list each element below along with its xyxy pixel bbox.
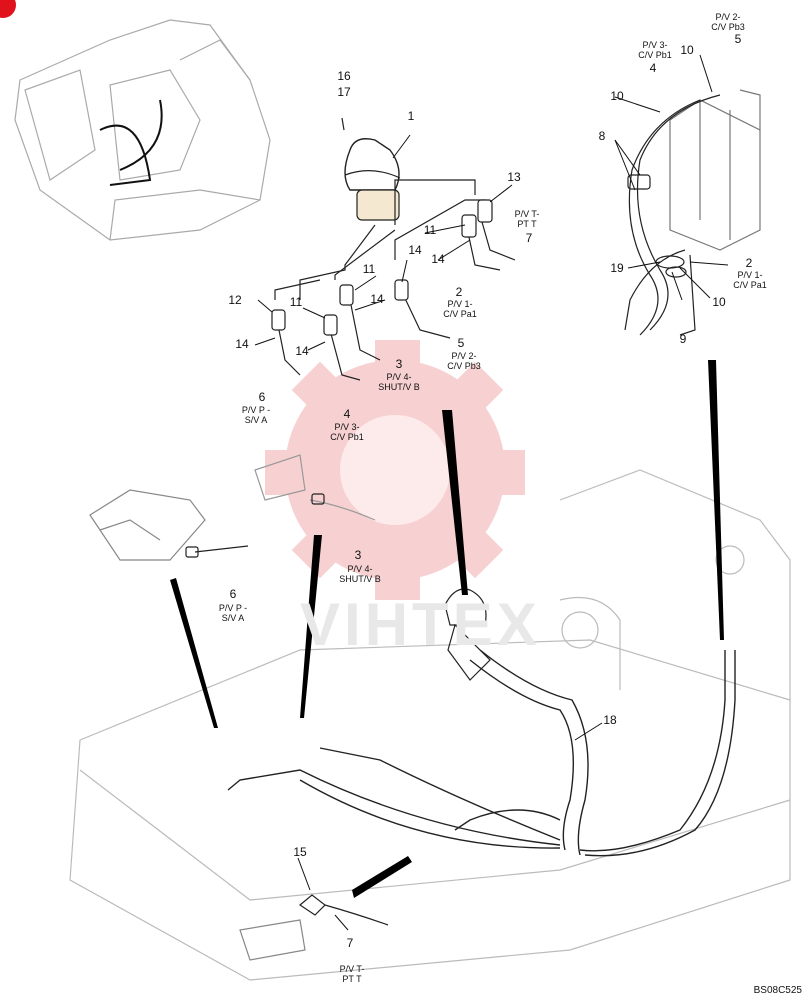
callout-14-a: 14 [431, 252, 445, 266]
callout-2-a: 2 [455, 285, 463, 299]
callout-5-a: 5 [457, 336, 465, 350]
callout-12: 12 [228, 293, 242, 307]
callout-14-c: 14 [370, 292, 384, 306]
port-label-pa1-a: P/V 1- C/V Pa1 [443, 299, 477, 319]
watermark-text: VIHTEX [300, 591, 541, 658]
callout-10-c: 10 [712, 295, 726, 309]
corner-badge [0, 0, 16, 18]
port-label-pt-a: P/V T- PT T [514, 209, 540, 229]
main-harness [227, 649, 736, 857]
callout-7-a: 7 [525, 231, 533, 245]
joystick-assembly-lower [444, 588, 491, 681]
callout-3-a: 3 [395, 357, 403, 371]
callout-18: 18 [603, 713, 617, 727]
shuttle-valve-illustration [254, 454, 376, 521]
port-label-pa1-b: P/V 1- C/V Pa1 [733, 270, 767, 290]
callout-2-b: 2 [745, 256, 753, 270]
pilot-valve-joystick [341, 117, 401, 221]
callout-16: 16 [337, 69, 351, 83]
port-label-shut-b: P/V 4- SHUT/V B [339, 564, 381, 584]
callout-17: 17 [337, 85, 351, 99]
drawing-code: BS08C525 [753, 985, 802, 996]
hose-set [277, 214, 516, 381]
callout-3-b: 3 [354, 548, 362, 562]
port-label-pb3-a: P/V 2- C/V Pb3 [447, 351, 481, 371]
port-label-pb3-b: P/V 2- C/V Pb3 [711, 12, 745, 32]
callout-15: 15 [293, 845, 307, 859]
callout-4-a: 4 [343, 407, 351, 421]
port-label-sva-a: P/V P - S/V A [241, 405, 271, 425]
callout-7-b: 7 [346, 936, 354, 950]
callout-10-b: 10 [610, 89, 624, 103]
callout-8: 8 [598, 129, 606, 143]
callout-4-b: 4 [649, 61, 657, 75]
callout-9: 9 [679, 332, 687, 346]
callout-14-b: 14 [408, 243, 422, 257]
callout-11-c: 11 [289, 295, 303, 309]
tee-fitting-15 [239, 894, 389, 961]
control-valve-illustration [669, 89, 761, 251]
callout-11-a: 11 [423, 223, 437, 237]
callout-13: 13 [507, 170, 521, 184]
leader-arrows [170, 360, 724, 898]
port-label-pt-b: P/V T- PT T [339, 964, 365, 984]
callout-6-b: 6 [229, 587, 237, 601]
callout-6-a: 6 [258, 390, 266, 404]
callout-1: 1 [407, 109, 415, 123]
port-label-sva-b: P/V P - S/V A [218, 603, 248, 623]
port-label-pb1-a: P/V 3- C/V Pb1 [330, 422, 364, 442]
callout-5-b: 5 [734, 32, 742, 46]
callout-14-e: 14 [295, 344, 309, 358]
upper-frame-illustration [69, 469, 791, 981]
callout-10-a: 10 [680, 43, 694, 57]
port-label-pb1-b: P/V 3- C/V Pb1 [638, 40, 672, 60]
solenoid-valve-illustration [89, 489, 206, 561]
excavator-cab-illustration [14, 19, 271, 241]
port-label-shut-a: P/V 4- SHUT/V B [378, 372, 420, 392]
callout-14-d: 14 [235, 337, 249, 351]
hose-fittings [271, 199, 493, 336]
callout-11-b: 11 [362, 262, 376, 276]
callout-pointers [254, 54, 729, 931]
callout-19: 19 [610, 261, 624, 275]
